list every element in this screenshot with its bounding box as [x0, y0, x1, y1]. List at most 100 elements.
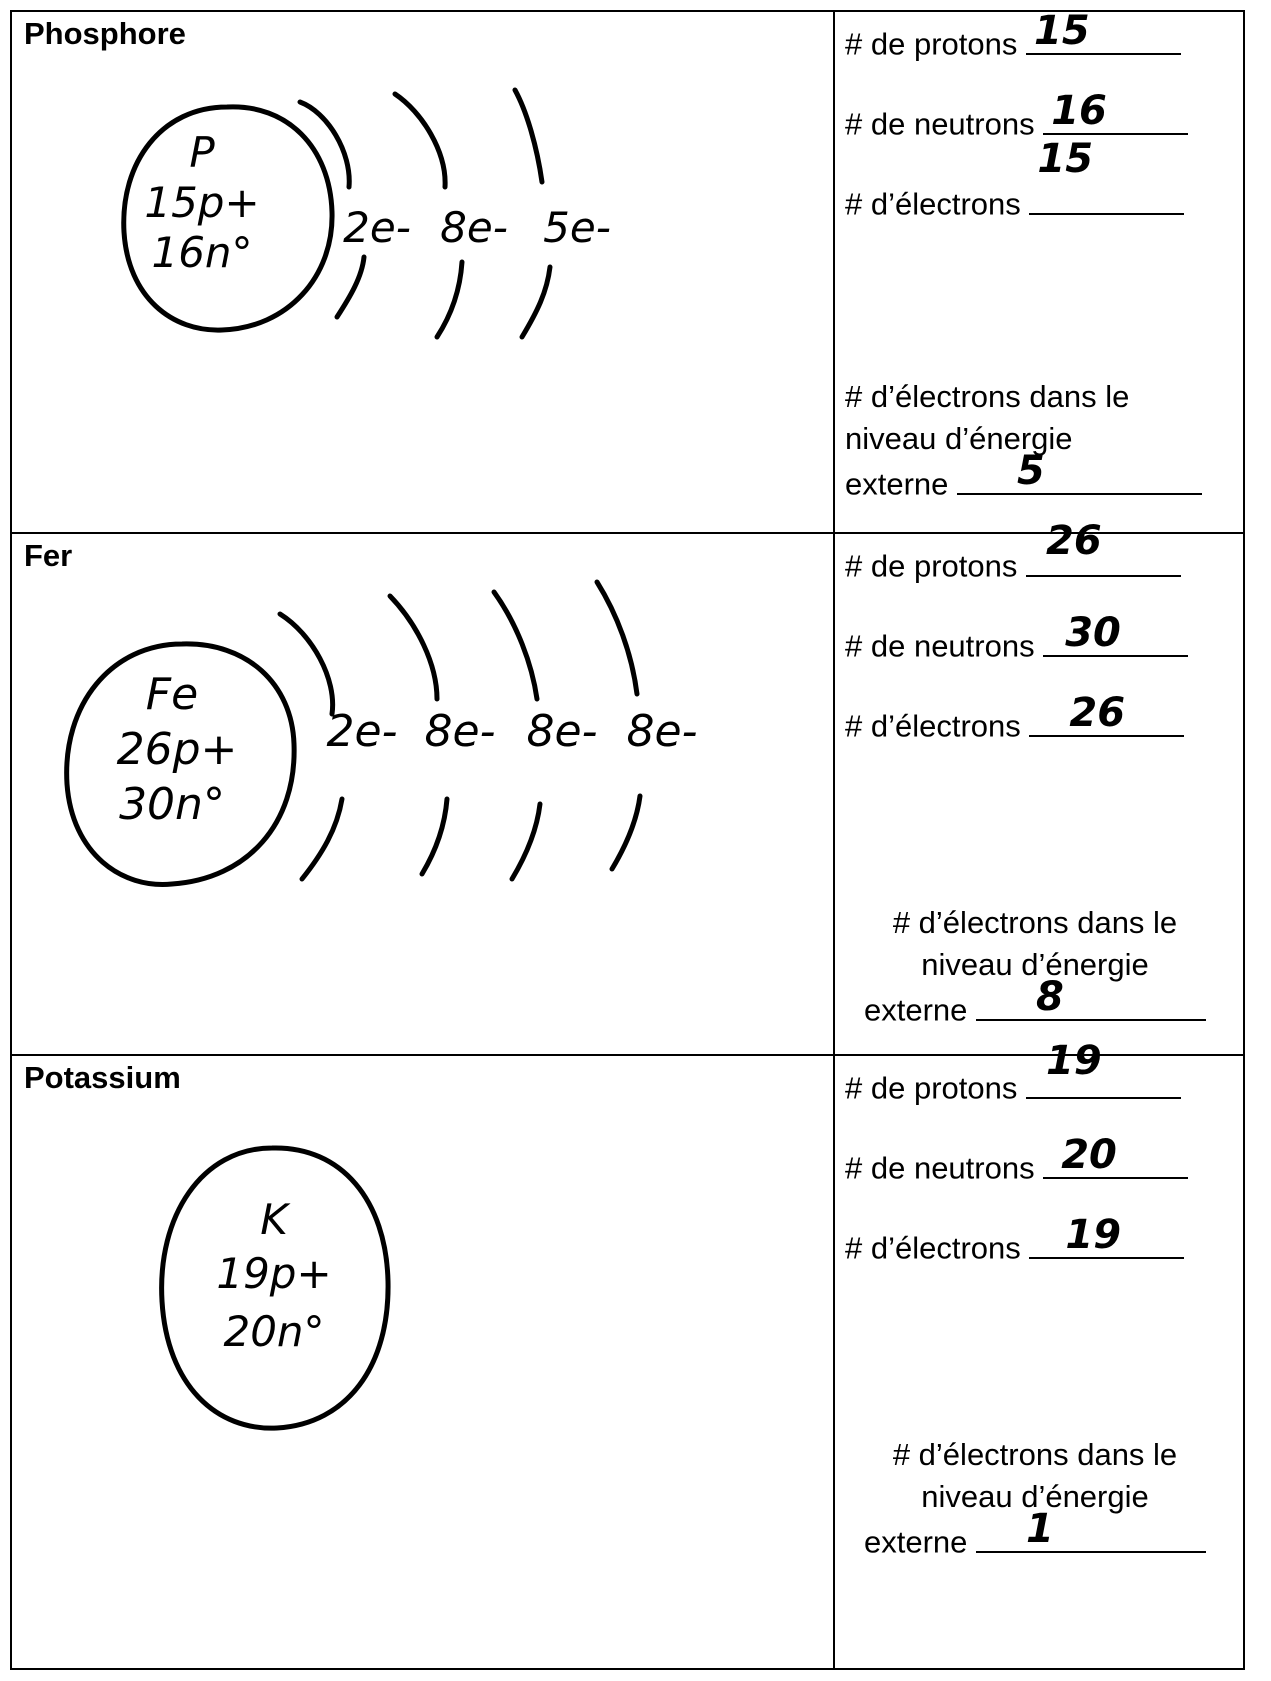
- shell-arc: [609, 793, 643, 872]
- outer-label-line2: niveau d’énergie: [921, 1479, 1149, 1514]
- electrons-label: # d’électrons: [845, 186, 1021, 222]
- element-row-phosphore: Phosphore P 15p+ 16n° 2e- 8e-: [12, 11, 1243, 532]
- outer-electrons-field: # d’électrons dans le niveau d’énergie e…: [845, 376, 1235, 506]
- protons-label: # de protons: [845, 26, 1018, 62]
- shell-arc: [594, 579, 640, 697]
- shell-arc: [297, 99, 352, 190]
- shell-electrons: 5e-: [543, 203, 611, 252]
- shell-arc: [334, 254, 367, 320]
- neutrons-field: # de neutrons 16: [845, 91, 1189, 143]
- protons-answer: 19: [1045, 1037, 1102, 1084]
- shell-electrons: 8e-: [440, 203, 508, 252]
- element-row-potassium: Potassium K 19p+ 20n° # de protons 19 # …: [12, 1041, 1243, 1668]
- shell-electrons: 2e-: [327, 706, 398, 757]
- electrons-answer: 26: [1069, 689, 1126, 736]
- neutrons-answer: 20: [1061, 1131, 1117, 1178]
- bohr-diagram: K 19p+ 20n°: [159, 1145, 391, 1431]
- nucleus-circle: [64, 641, 297, 887]
- nucleus-protons: 26p+: [117, 724, 238, 775]
- element-name: Potassium: [24, 1060, 181, 1095]
- outer-electrons-blank[interactable]: 8: [976, 977, 1207, 1021]
- nucleus-protons: 15p+: [144, 178, 259, 227]
- outer-electrons-field: # d’électrons dans le niveau d’énergie e…: [845, 1434, 1225, 1564]
- shell-arc: [392, 91, 448, 190]
- neutrons-label: # de neutrons: [845, 106, 1035, 142]
- protons-label: # de protons: [845, 548, 1018, 584]
- electrons-blank[interactable]: 15: [1029, 139, 1185, 215]
- protons-field: # de protons 19: [845, 1041, 1181, 1107]
- neutrons-blank[interactable]: 30: [1043, 613, 1189, 657]
- protons-answer: 15: [1033, 7, 1090, 54]
- neutrons-field: # de neutrons 20: [845, 1135, 1189, 1187]
- outer-label-line2: niveau d’énergie: [921, 947, 1149, 982]
- shell-arc: [434, 259, 465, 340]
- nucleus-circle: [121, 104, 335, 333]
- outer-label-line3: externe: [863, 1524, 968, 1560]
- outer-label-line3: externe: [863, 992, 968, 1028]
- outer-label-line1: # d’électrons dans le: [845, 379, 1130, 414]
- protons-field: # de protons 26: [845, 521, 1181, 585]
- protons-answer: 26: [1045, 517, 1102, 564]
- outer-label-line3: externe: [845, 466, 949, 502]
- answers-cell: # de protons 26 # de neutrons 30 # d’éle…: [835, 521, 1243, 1054]
- electrons-field: # d’électrons 19: [845, 1215, 1185, 1267]
- electrons-field: # d’électrons 26: [845, 693, 1185, 745]
- shell-arc: [419, 796, 450, 877]
- shell-arc: [277, 611, 336, 717]
- electrons-answer: 19: [1065, 1211, 1122, 1258]
- shell-electrons: 8e-: [627, 706, 698, 757]
- bohr-diagram: P 15p+ 16n° 2e- 8e- 5e-: [121, 87, 611, 340]
- electrons-label: # d’électrons: [845, 1230, 1021, 1266]
- outer-label-line1: # d’électrons dans le: [892, 1437, 1178, 1472]
- protons-blank[interactable]: 15: [1025, 11, 1181, 55]
- neutrons-answer: 16: [1051, 87, 1107, 134]
- electrons-blank[interactable]: 26: [1029, 693, 1185, 737]
- bohr-diagram: Fe 26p+ 30n° 2e- 8e- 8e- 8e-: [64, 579, 698, 887]
- shell-electrons: 8e-: [425, 706, 496, 757]
- electrons-answer: 15: [1037, 135, 1094, 182]
- nucleus-circle: [159, 1145, 391, 1431]
- answers-cell: # de protons 19 # de neutrons 20 # d’éle…: [835, 1041, 1243, 1668]
- nucleus-neutrons: 20n°: [223, 1307, 324, 1356]
- shell-arc: [387, 593, 440, 702]
- shell-electrons: 2e-: [343, 203, 411, 252]
- outer-label-line2: niveau d’énergie: [845, 421, 1073, 456]
- nucleus-neutrons: 30n°: [119, 779, 225, 830]
- shell-arc: [512, 87, 545, 185]
- answers-cell: # de protons 15 # de neutrons 16 # d’éle…: [835, 11, 1243, 532]
- neutrons-label: # de neutrons: [845, 1150, 1035, 1186]
- shell-arc: [299, 796, 345, 882]
- neutrons-blank[interactable]: 20: [1043, 1135, 1189, 1179]
- shell-arc: [519, 264, 553, 340]
- element-name: Fer: [24, 538, 73, 573]
- shell-electrons: 8e-: [527, 706, 598, 757]
- shell-arc: [491, 589, 540, 702]
- nucleus-neutrons: 16n°: [151, 228, 252, 277]
- neutrons-label: # de neutrons: [845, 628, 1035, 664]
- outer-electrons-answer: 8: [1036, 973, 1064, 1020]
- neutrons-blank[interactable]: 16: [1043, 91, 1189, 135]
- shell-arc: [509, 801, 543, 882]
- nucleus-protons: 19p+: [216, 1249, 331, 1298]
- diagram-cell: Phosphore P 15p+ 16n° 2e- 8e-: [12, 12, 835, 532]
- neutrons-answer: 30: [1065, 609, 1121, 656]
- electrons-field: # d’électrons 15: [845, 139, 1185, 223]
- electrons-label: # d’électrons: [845, 708, 1021, 744]
- outer-electrons-field: # d’électrons dans le niveau d’énergie e…: [845, 902, 1225, 1032]
- element-row-fer: Fer Fe 26p+ 30n° 2e-: [12, 521, 1243, 1054]
- protons-blank[interactable]: 26: [1025, 521, 1181, 577]
- outer-electrons-answer: 1: [1026, 1505, 1054, 1552]
- protons-label: # de protons: [845, 1070, 1018, 1106]
- nucleus-symbol: Fe: [146, 669, 198, 720]
- outer-electrons-answer: 5: [1017, 447, 1045, 494]
- neutrons-field: # de neutrons 30: [845, 613, 1189, 665]
- outer-electrons-blank[interactable]: 5: [957, 451, 1203, 495]
- worksheet-table: Phosphore P 15p+ 16n° 2e- 8e-: [10, 10, 1245, 1670]
- diagram-cell: Potassium K 19p+ 20n°: [12, 1056, 835, 1668]
- nucleus-symbol: P: [189, 128, 215, 177]
- protons-blank[interactable]: 19: [1025, 1041, 1181, 1099]
- diagram-cell: Fer Fe 26p+ 30n° 2e-: [12, 534, 835, 1054]
- electrons-blank[interactable]: 19: [1029, 1215, 1185, 1259]
- outer-electrons-blank[interactable]: 1: [976, 1509, 1207, 1553]
- nucleus-symbol: K: [260, 1195, 291, 1244]
